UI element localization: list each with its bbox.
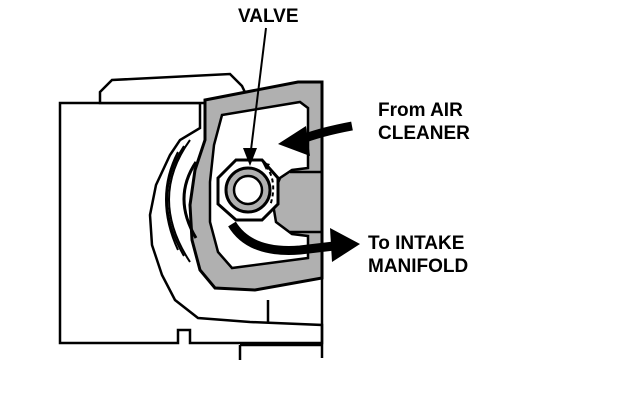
label-to-intake-line2: MANIFOLD <box>368 256 468 277</box>
label-from-air-line1: From AIR <box>378 100 463 121</box>
arrow-from-air-cleaner <box>278 121 353 156</box>
label-to-intake-line1: To INTAKE <box>368 233 464 254</box>
valve <box>216 158 280 222</box>
label-from-air-line2: CLEANER <box>378 123 470 144</box>
diaphragm-arcs <box>165 139 198 263</box>
valve-leader <box>243 27 267 166</box>
arrow-to-intake-manifold <box>228 221 360 262</box>
channel-lines <box>238 82 324 360</box>
label-valve: VALVE <box>238 6 299 27</box>
